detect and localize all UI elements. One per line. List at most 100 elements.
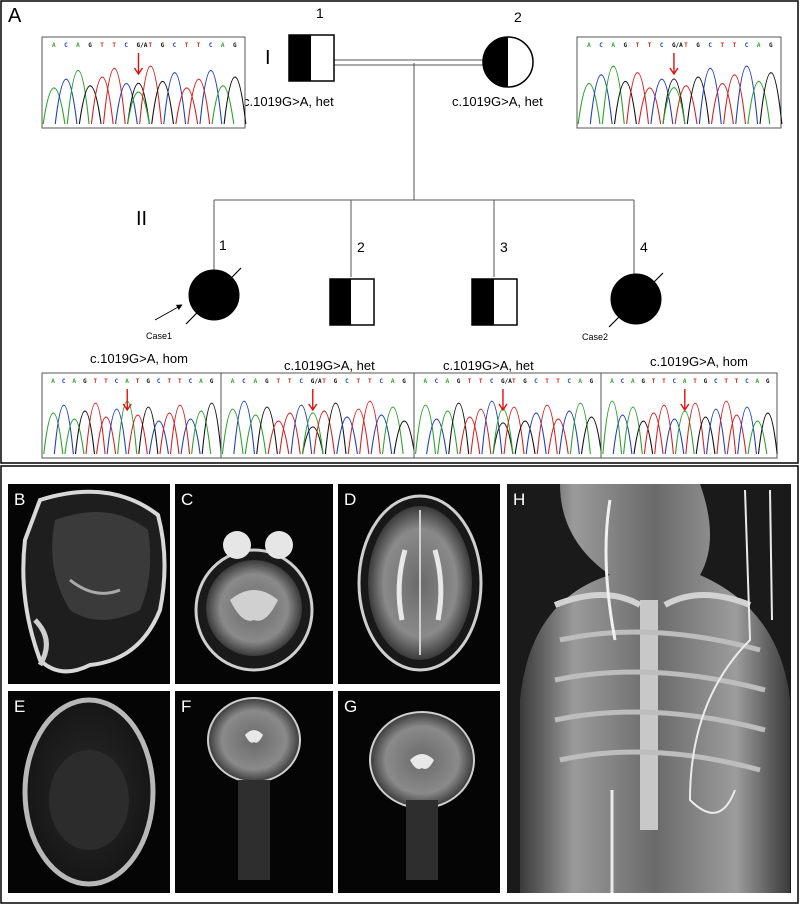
genotype-label: c.1019G>A, het: [443, 358, 534, 373]
sequence-base: G: [146, 378, 150, 385]
chromatogram-peak: [223, 76, 247, 125]
sequence-base: C: [173, 42, 177, 49]
sequence-base: C: [379, 378, 383, 385]
sequence-base: A: [631, 378, 635, 385]
individual-number: 1: [219, 237, 227, 253]
chromatogram-peak: [737, 406, 757, 455]
chromatogram-peak: [695, 416, 716, 455]
chromatogram-peak: [106, 408, 127, 455]
chromatogram-peak: [686, 76, 710, 125]
sequence-base: T: [556, 378, 560, 385]
chromatogram-peak: [233, 400, 255, 455]
image-letter: C: [181, 490, 193, 509]
sequence-base: G: [265, 378, 269, 385]
chromatogram-peak: [187, 78, 211, 125]
image-panel-E: E: [8, 691, 170, 893]
chromatogram-peak: [601, 65, 625, 125]
chromatogram-peak: [723, 74, 747, 125]
sequence-base: T: [733, 42, 737, 49]
chromatogram-peak: [716, 400, 737, 455]
chromatogram-peak: [151, 80, 174, 125]
chromatogram-peak: [139, 65, 162, 125]
sequence-base: G: [589, 378, 593, 385]
chromatogram-peak: [569, 402, 591, 455]
sequence-base: A: [72, 378, 76, 385]
generation-label-1: I: [265, 47, 271, 69]
sequence-base: T: [545, 378, 549, 385]
chromatogram-peak: [90, 76, 114, 125]
chromatogram-peak: [127, 91, 150, 125]
sequence-base: C: [745, 42, 749, 49]
sequence-base: T: [662, 378, 666, 385]
chromatogram-peak: [437, 410, 459, 455]
sequence-base: C: [189, 378, 193, 385]
sequence-base: C: [124, 42, 128, 49]
chromatogram-peak: [138, 406, 159, 455]
individual-II-4: 4 Case2 c.1019G>A, hom: [582, 239, 748, 369]
sequence-base: G: [88, 42, 92, 49]
genotype-label: c.1019G>A, het: [284, 358, 375, 373]
sequence-base: G: [83, 378, 87, 385]
carrier-half-fill: [472, 279, 494, 325]
sequence-base: A: [587, 42, 591, 49]
chromatogram-peak: [359, 400, 381, 455]
chromatogram-peak: [290, 404, 313, 455]
chromatogram-peak: [415, 404, 437, 455]
chromatogram-peak: [448, 402, 470, 455]
chromatogram-peak: [54, 78, 78, 125]
sequence-base: T: [149, 42, 153, 49]
chromatogram-peak: [426, 418, 448, 455]
chromatogram-peak: [643, 412, 664, 455]
chromatogram-peak: [53, 404, 74, 455]
chromatogram-peak: [459, 416, 481, 455]
chromatogram-peak: [726, 414, 747, 455]
chromatogram-peak: [589, 74, 613, 125]
chromatogram-peak: [115, 83, 138, 125]
image-panel-B: B: [8, 484, 170, 684]
chromatogram-peak: [66, 70, 90, 125]
chromatogram-peak: [267, 420, 290, 455]
sequence-base: T: [136, 378, 140, 385]
chromatogram-peak: [580, 416, 602, 455]
chromatogram-peak: [759, 72, 783, 125]
sequence-base: A: [578, 378, 582, 385]
sequence-base: G/A: [672, 42, 683, 49]
sequence-base: G: [769, 42, 773, 49]
chromatogram-peak: [662, 87, 686, 125]
mutation-arrow-icon: [133, 53, 144, 76]
sequence-base: T: [276, 378, 280, 385]
sequence-base: T: [197, 42, 201, 49]
sequence-base: A: [683, 378, 687, 385]
sequence-base: A: [391, 378, 395, 385]
sequence-base: T: [178, 378, 182, 385]
chromatogram-peak: [626, 72, 650, 125]
chromatogram-peak: [492, 422, 514, 455]
chromatogram-peak: [96, 416, 117, 455]
sequence-base: C: [299, 378, 303, 385]
image-letter: D: [344, 490, 356, 509]
chromatogram-peak: [42, 87, 66, 125]
individual-II-1: 1 Case1 c.1019G>A, hom: [90, 237, 242, 366]
chromatogram-peak: [503, 406, 525, 455]
sequence-base: C: [157, 378, 161, 385]
chromatogram-peak: [64, 418, 85, 455]
chromatogram-peak: [612, 414, 633, 455]
image-letter: B: [14, 490, 25, 509]
chromatogram-peak: [633, 420, 654, 455]
sequence-base: G: [523, 378, 527, 385]
individual-I-2: 2 c.1019G>A, het: [452, 9, 543, 109]
sequence-base: A: [52, 42, 56, 49]
chromatogram-peak: [547, 418, 569, 455]
sequence-base: C: [672, 378, 676, 385]
chromatogram-peak: [148, 420, 169, 455]
carrier-half-fill: [289, 35, 311, 81]
chromatogram-peak: [514, 420, 536, 455]
chromatogram-peak: [301, 426, 324, 455]
chromatogram-peak: [393, 420, 416, 455]
sequence-base: A: [755, 378, 759, 385]
sequence-base: G: [233, 42, 237, 49]
individual-number: 4: [640, 239, 648, 255]
sequence-base: G: [623, 42, 627, 49]
